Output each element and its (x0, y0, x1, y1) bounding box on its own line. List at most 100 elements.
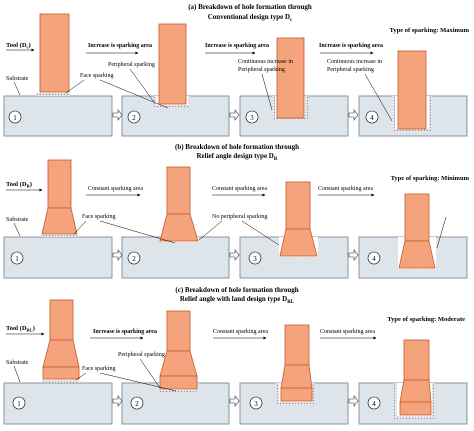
step-circle (248, 251, 262, 265)
annotation: Peripheral sparking (238, 67, 285, 73)
step-arrow-icon (112, 395, 123, 407)
step-number: 4 (372, 400, 376, 408)
annotation-leader (139, 358, 161, 389)
tool-relief-land (159, 310, 198, 390)
step-circle (245, 110, 259, 124)
section-b-title-line1: (b) Breakdown of hole formation through (175, 143, 299, 151)
tool-conventional (158, 23, 187, 105)
step-arrow-icon (348, 249, 359, 261)
step-arrow-icon (348, 109, 359, 121)
annotation-leader (65, 79, 85, 94)
annotation: Peripheral sparking (118, 352, 165, 358)
annotation-leader (436, 216, 447, 249)
step-number: 3 (254, 400, 258, 408)
tool-label: Tool (DRL) (6, 325, 35, 333)
tool-relief (398, 193, 436, 269)
step-number: 3 (250, 114, 254, 122)
face-sparking-zone (160, 242, 199, 244)
section-a-title-line1: (a) Breakdown of hole formation through (188, 3, 312, 11)
face-sparking-zone (42, 235, 77, 237)
annotation: Peripheral sparking (327, 67, 374, 73)
annotation: Constant sparking area (318, 186, 373, 192)
annotation: Peripheral sparking (108, 62, 155, 68)
section-c: (c) Breakdown of hole formation through … (3, 286, 468, 425)
step-number: 1 (13, 114, 17, 122)
annotation-leader (99, 79, 169, 109)
substrate-label: Substrate (6, 76, 29, 82)
tool-relief-land (399, 339, 432, 416)
tool-conventional (276, 37, 305, 119)
annotation-leader (99, 220, 176, 244)
annotation: Continuous increase in (238, 59, 293, 65)
section-a: (a) Breakdown of hole formation through … (3, 3, 470, 137)
substrate-leader (13, 81, 21, 96)
annotation-leader (73, 220, 87, 235)
step-circle (130, 396, 144, 410)
step-number: 1 (17, 400, 21, 408)
annotation-leader (241, 220, 280, 246)
annotation: Increase is sparking area (88, 43, 152, 49)
annotation: Constant sparking area (212, 186, 267, 192)
annotation: Constant sparking area (213, 329, 268, 335)
tool-relief-land (280, 324, 313, 402)
substrate-panel (3, 95, 113, 137)
tool-relief (159, 166, 199, 242)
substrate-leader (13, 365, 21, 383)
step-arrow-icon (229, 395, 240, 407)
section-b-sparking-type: Type of sparking: Minimum (391, 175, 470, 182)
annotation: Face sparking (82, 214, 116, 220)
annotation-leader (364, 73, 393, 122)
annotation: Increase is sparking area (205, 43, 269, 49)
step-number: 4 (370, 114, 374, 122)
section-b-title-line2: Relief angle design type DR (196, 152, 277, 162)
step-number: 2 (132, 255, 136, 263)
step-number: 3 (253, 255, 257, 263)
step-circle (12, 396, 26, 410)
step-number: 2 (132, 114, 136, 122)
section-c-sparking-type: Type of sparking: Moderate (387, 316, 465, 323)
section-c-title-line2: Relief angle with land design type DRL (180, 295, 295, 305)
annotation: Constant sparking area (320, 329, 375, 335)
section-a-title-line2: Conventional design type Dc (208, 13, 293, 23)
tool-conventional (39, 13, 70, 93)
annotation: Continuous increase in (327, 59, 382, 65)
step-number: 4 (372, 255, 376, 263)
annotation: No peripheral sparking (212, 214, 267, 220)
annotation: Increase is sparking area (93, 329, 157, 335)
annotation-leader (261, 73, 273, 111)
step-circle (127, 251, 141, 265)
annotation: Increase is sparking area (319, 43, 383, 49)
substrate-leader (13, 222, 21, 237)
section-a-sparking-type: Type of sparking: Maximum (389, 27, 469, 34)
section-b: (b) Breakdown of hole formation through … (3, 143, 470, 279)
face-sparking-zone (398, 269, 436, 271)
substrate-label: Substrate (6, 360, 29, 366)
annotation-leader (75, 372, 87, 381)
annotation: Face sparking (80, 73, 114, 79)
step-number: 2 (135, 400, 139, 408)
step-number: 1 (15, 255, 19, 263)
step-arrow-icon (229, 109, 240, 121)
tool-label: Tool (Dc) (6, 42, 31, 50)
step-arrow-icon (229, 249, 240, 261)
annotation-leader (99, 372, 177, 392)
face-sparking-zone (42, 380, 79, 383)
step-arrow-icon (112, 109, 123, 121)
substrate-label: Substrate (6, 217, 29, 223)
annotation: Constant sparking area (88, 186, 143, 192)
face-sparking-zone (279, 257, 318, 259)
tool-relief (279, 181, 318, 257)
step-circle (365, 110, 379, 124)
annotation-leader (198, 220, 223, 241)
annotation-leader (129, 68, 155, 103)
step-circle (127, 110, 141, 124)
step-arrow-icon (112, 249, 123, 261)
tool-label: Tool (DR) (6, 181, 32, 189)
annotation: Face sparking (82, 366, 116, 372)
step-circle (10, 251, 24, 265)
section-c-title-line1: (c) Breakdown of hole formation through (175, 286, 298, 294)
tool-relief-land (42, 299, 80, 380)
step-circle (367, 396, 381, 410)
step-circle (8, 110, 22, 124)
